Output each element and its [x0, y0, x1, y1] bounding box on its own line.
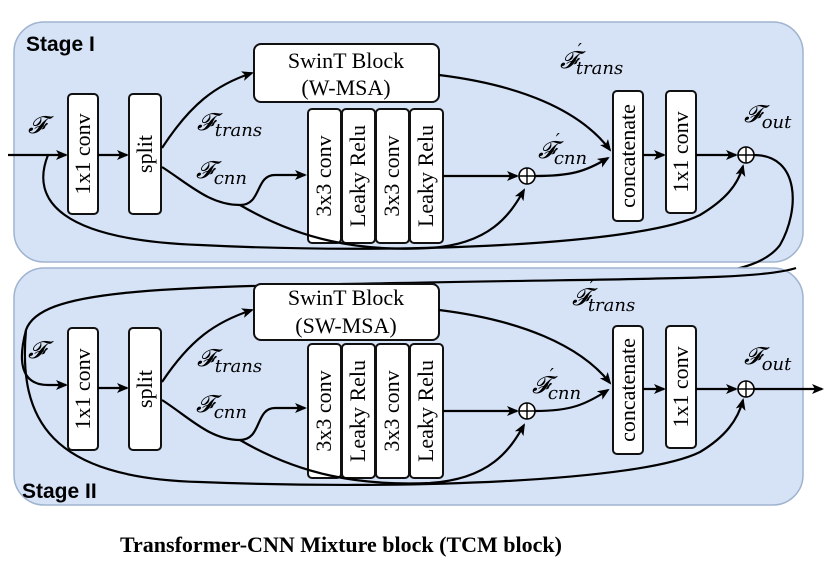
stage-1-trans-prime-arrow [438, 73, 612, 152]
stage-1-cnn-layer-2-label: Leaky Relu [345, 125, 370, 227]
stage-2-split-label: split [132, 370, 157, 408]
stage-2-cnn-prime-arrow [534, 388, 610, 413]
stage-2-out-add-icon [737, 380, 755, 398]
stage-2-cnn-add-icon [518, 402, 536, 420]
stage-1-cnn-layer-1-label: 3x3 conv [311, 135, 336, 216]
stage-1-global-residual-arrow [42, 154, 746, 250]
stage-2-cnn-layer-4-label: Leaky Relu [413, 360, 438, 462]
stage-1-cnn-layer-4-label: Leaky Relu [413, 125, 438, 227]
stage-2-cnn-layer-2-label: Leaky Relu [345, 360, 370, 462]
stage-2-conv-out-box [665, 325, 697, 449]
stage-1-swin-block [253, 43, 440, 103]
stage-1-out-add-icon [737, 146, 755, 164]
stage-1-trans-arrow [161, 71, 254, 149]
stage-2-swin-block [253, 283, 440, 341]
stage-2-cnn-layer-1-label: 3x3 conv [311, 370, 336, 451]
stage-2: Stage II 𝓕 1x1 conv split SwinT Block (S… [13, 266, 824, 506]
stage-1-label: Stage I [26, 33, 95, 56]
stage-2-swin-mode: (SW-MSA) [295, 313, 396, 338]
stage-1-swin-mode: (W-MSA) [301, 75, 390, 100]
stage-2-concat-label: concatenate [615, 338, 640, 442]
figure-caption: Transformer-CNN Mixture block (TCM block… [120, 532, 562, 557]
stage-2-conv-in-label: 1x1 conv [70, 348, 95, 429]
stage-1-conv-out-label: 1x1 conv [668, 111, 693, 192]
stage-2-trans-arrow [161, 308, 254, 383]
stage-1-conv-in-label: 1x1 conv [70, 113, 95, 194]
stage-2-f-out: 𝓕out [744, 342, 792, 375]
stage-1-cnn-stack: 3x3 conv Leaky Relu 3x3 conv Leaky Relu [307, 108, 444, 244]
stage-1-swin-title: SwinT Block [288, 48, 404, 73]
stage-2-f-cnn: 𝓕cnn [196, 390, 247, 423]
stage-2-input-arrow [20, 266, 797, 390]
stage-1-split-label: split [132, 135, 157, 173]
stage-2-split-box [128, 327, 162, 451]
stage-2-global-residual-arrow [23, 329, 746, 486]
stage-1-concat-label: concatenate [615, 104, 640, 208]
stage-1-f-out: 𝓕out [744, 100, 792, 133]
stage-2-swin-title: SwinT Block [288, 285, 404, 310]
stage-1-split-box [128, 93, 162, 215]
stage-1-cnn-add-icon [518, 167, 536, 185]
stage-2-cnn-stack: 3x3 conv Leaky Relu 3x3 conv Leaky Relu [307, 343, 444, 479]
stage-1-conv-out-box [665, 90, 697, 214]
stage-2-conv-out-label: 1x1 conv [668, 346, 693, 427]
stage-2-cnn-layer-3-label: 3x3 conv [379, 370, 404, 451]
stage-1-cnn-prime-arrow [534, 156, 610, 178]
stage-1-cnn-layer-3-label: 3x3 conv [379, 135, 404, 216]
stage-2-label: Stage II [22, 480, 97, 503]
stage-2-trans-prime-arrow [438, 308, 612, 385]
stage-1: Stage I 𝓕 1x1 conv split SwinT Block (W-… [8, 21, 804, 263]
